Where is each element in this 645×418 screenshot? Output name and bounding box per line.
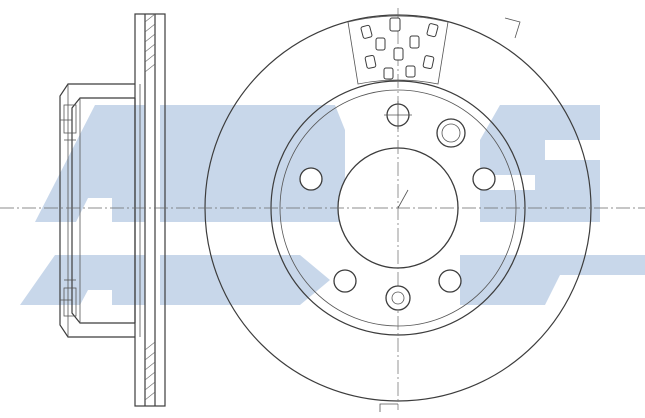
locating-hole xyxy=(436,118,466,148)
bolt-hole xyxy=(299,167,323,191)
locating-hole xyxy=(385,285,411,311)
section-hatch xyxy=(144,13,156,401)
front-view xyxy=(0,8,645,412)
vent-cutaway xyxy=(347,15,449,85)
bolt-hole xyxy=(472,167,496,191)
watermark-logo xyxy=(20,105,645,305)
bolt-hole xyxy=(333,269,357,293)
bolt-hole xyxy=(438,269,462,293)
side-section-view xyxy=(59,13,166,407)
